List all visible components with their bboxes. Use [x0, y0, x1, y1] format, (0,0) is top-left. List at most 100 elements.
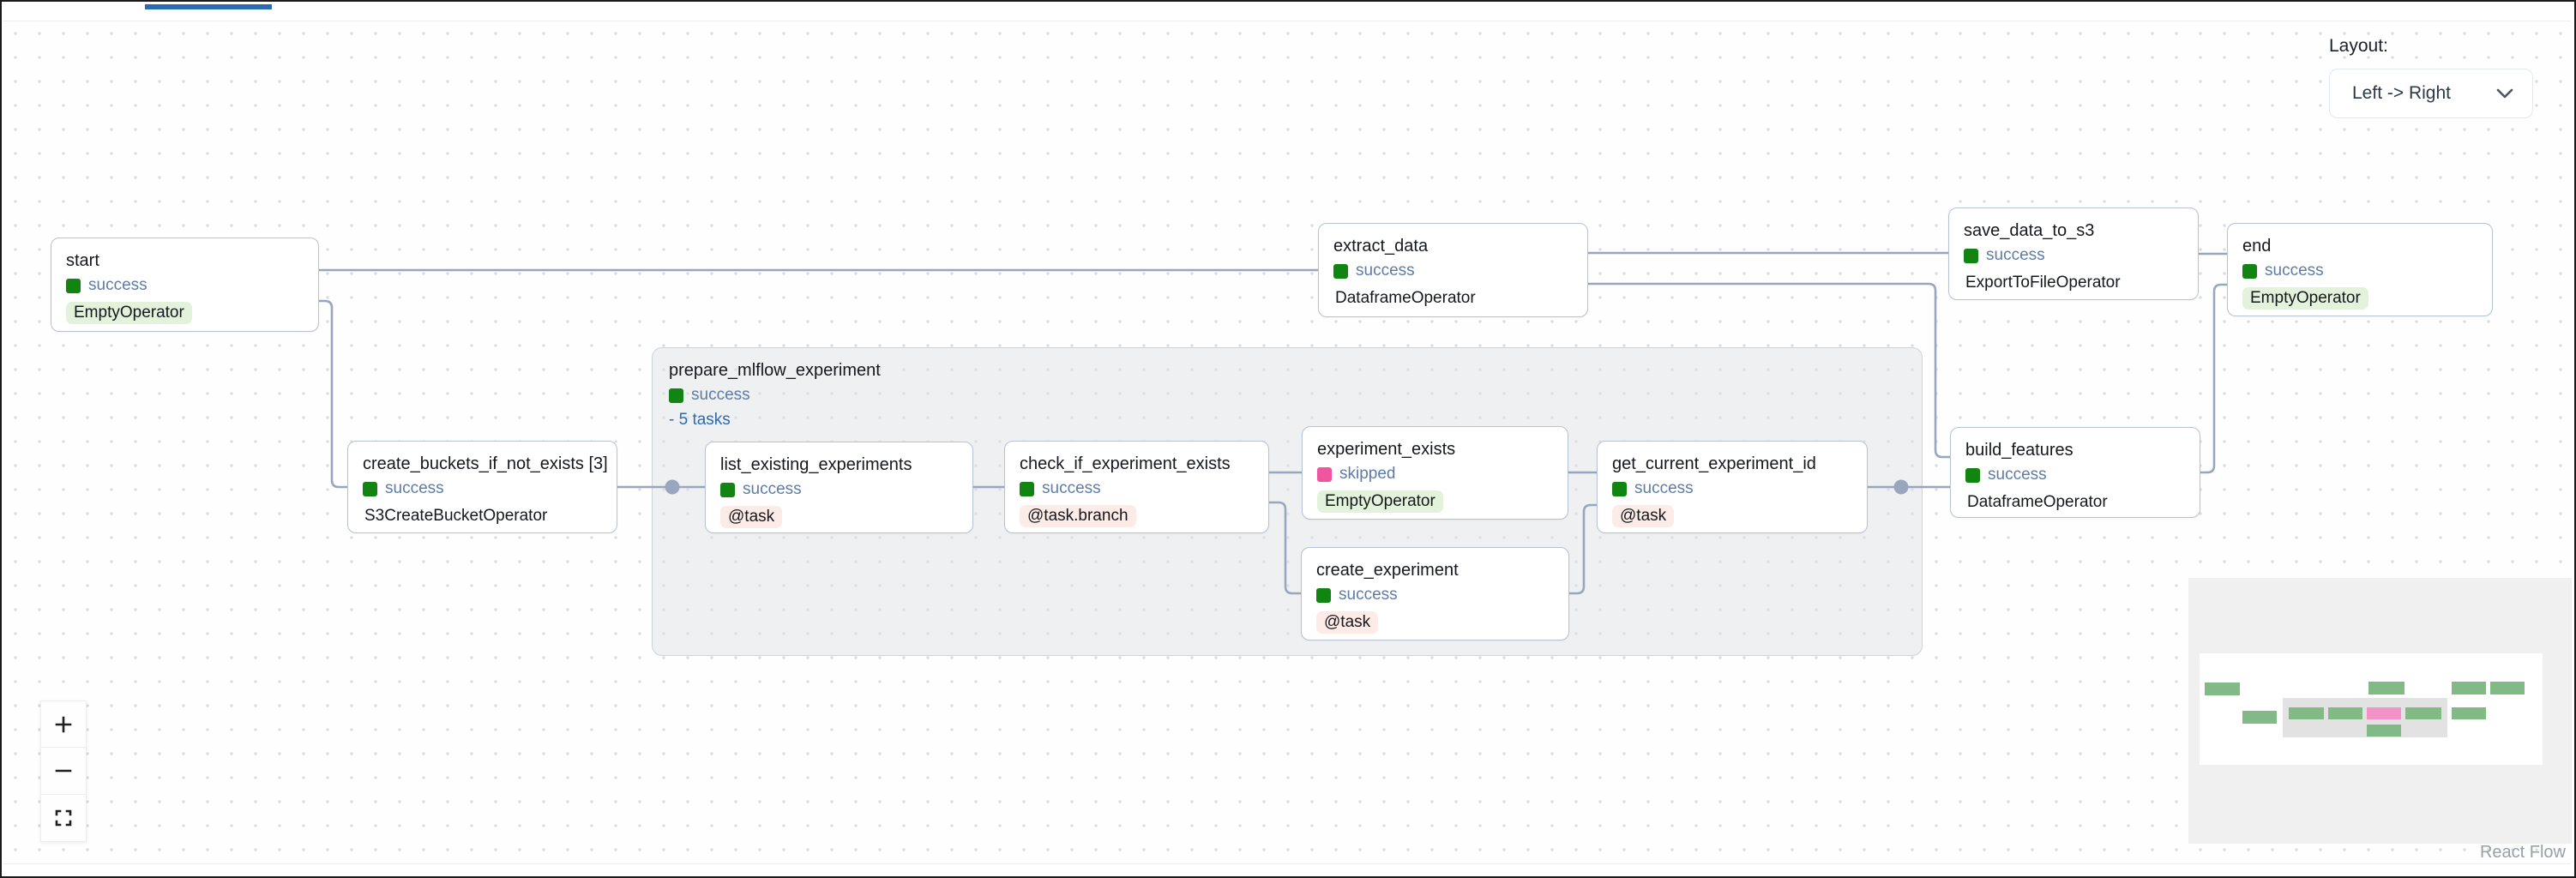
edge-junction-dot — [1893, 479, 1909, 495]
status-row: success — [669, 386, 1905, 405]
minimap-node-create_buckets_if_not_exists — [2242, 711, 2277, 724]
status-success-icon — [1964, 248, 1978, 263]
status-row: success — [1612, 479, 1852, 498]
edge-build_features-to-end — [2200, 283, 2227, 474]
group-title: prepare_mlflow_experiment — [669, 361, 881, 380]
task-title: end — [2242, 237, 2272, 256]
status-success-icon — [363, 481, 377, 496]
operator-row: @task — [720, 506, 958, 528]
layout-selected-value: Left -> Right — [2352, 83, 2451, 103]
status-success-icon — [1333, 263, 1348, 279]
task-title: extract_data — [1333, 237, 1429, 256]
zoom-out-button[interactable] — [40, 748, 87, 795]
minimap[interactable] — [2188, 578, 2572, 844]
task-title: get_current_experiment_id — [1612, 454, 1816, 473]
task-title: build_features — [1965, 441, 2073, 460]
status-label: success — [1356, 262, 1415, 280]
task-title: create_experiment — [1316, 561, 1459, 580]
status-success-icon — [720, 482, 735, 497]
layout-panel: Layout: Left -> Right — [2329, 36, 2533, 118]
minimap-node-extract_data — [2368, 682, 2404, 695]
operator-badge: ExportToFileOperator — [1965, 274, 2121, 292]
task-title: check_if_experiment_exists — [1020, 454, 1231, 473]
operator-row: @task — [1316, 611, 1554, 634]
operator-badge: @task — [1612, 505, 1675, 527]
status-skipped-icon — [1317, 466, 1332, 482]
operator-row: ExportToFileOperator — [1964, 272, 2183, 294]
chevron-down-icon — [2496, 88, 2513, 98]
operator-badge: DataframeOperator — [1967, 493, 2108, 511]
operator-badge: @task.branch — [1020, 505, 1136, 527]
minimap-node-start — [2205, 683, 2240, 695]
edge-start-to-create_buckets_if_not_exists — [319, 299, 347, 489]
status-label: skipped — [1339, 465, 1396, 483]
minimap-node-create_experiment — [2367, 725, 2401, 737]
status-success-icon — [1316, 587, 1331, 603]
status-label: success — [2265, 262, 2324, 280]
status-label: success — [88, 276, 147, 294]
zoom-in-button[interactable] — [40, 701, 87, 748]
operator-badge: DataframeOperator — [1335, 289, 1476, 307]
zoom-controls — [40, 701, 87, 842]
operator-row: EmptyOperator — [66, 302, 304, 324]
status-label: success — [1988, 466, 2047, 484]
status-success-icon — [2242, 263, 2257, 279]
operator-badge: EmptyOperator — [1317, 490, 1443, 513]
operator-row: @task — [1612, 505, 1852, 527]
operator-row: DataframeOperator — [1965, 491, 2185, 514]
status-success-icon — [669, 388, 683, 403]
task-title: create_buckets_if_not_exists [3] — [363, 454, 608, 473]
task-title: save_data_to_s3 — [1964, 221, 2095, 240]
status-row: success — [2242, 262, 2477, 280]
react-flow-attribution[interactable]: React Flow — [2479, 843, 2566, 862]
minimap-node-experiment_exists — [2367, 707, 2401, 719]
status-row: success — [363, 479, 602, 498]
operator-row: EmptyOperator — [1317, 490, 1553, 513]
minimap-node-build_features — [2452, 707, 2486, 719]
active-tab-indicator — [145, 4, 272, 9]
status-success-icon — [1965, 467, 1980, 483]
layout-label: Layout: — [2329, 36, 2388, 56]
status-label: success — [1986, 246, 2045, 264]
minimap-node-check_if_experiment_exists — [2328, 707, 2362, 719]
minimap-node-get_current_experiment_id — [2405, 707, 2441, 719]
status-row: success — [1333, 262, 1573, 280]
edge-junction-dot — [665, 479, 680, 495]
operator-badge: EmptyOperator — [66, 302, 192, 324]
status-row: success — [1965, 466, 2185, 484]
status-row: success — [66, 276, 304, 295]
plus-icon — [55, 716, 72, 732]
status-row: skipped — [1317, 465, 1553, 484]
minimap-node-end — [2490, 682, 2525, 695]
status-label: success — [743, 480, 802, 498]
layout-direction-select[interactable]: Left -> Right — [2329, 69, 2533, 118]
operator-row: EmptyOperator — [2242, 287, 2477, 310]
task-title: experiment_exists — [1317, 440, 1456, 459]
status-success-icon — [1020, 481, 1034, 496]
operator-row: DataframeOperator — [1333, 287, 1573, 310]
operator-badge: S3CreateBucketOperator — [364, 507, 548, 525]
status-label: success — [1634, 479, 1694, 497]
operator-badge: @task — [1316, 611, 1379, 634]
edge-create_experiment-to-get_current_experiment_id — [1569, 503, 1597, 595]
group-tasks-toggle[interactable]: - 5 tasks — [669, 411, 731, 429]
status-label: success — [1042, 479, 1101, 497]
status-label: success — [385, 479, 444, 497]
status-success-icon — [66, 278, 81, 293]
minimap-node-list_existing_experiments — [2289, 707, 2324, 719]
edge-check_if_experiment_exists-to-create_experiment — [1269, 501, 1301, 595]
fit-view-button[interactable] — [40, 795, 87, 842]
